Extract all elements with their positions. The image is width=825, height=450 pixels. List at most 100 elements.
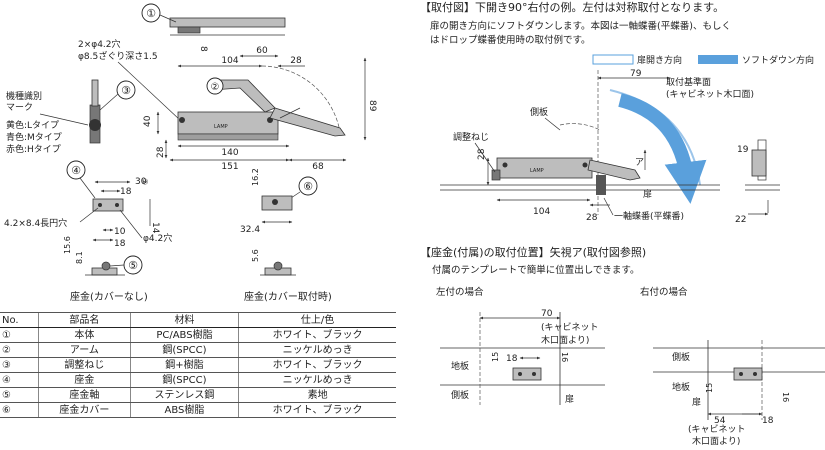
right-cab-note-1: (キャビネット bbox=[688, 424, 746, 435]
right-side-panel: 側板 bbox=[672, 351, 690, 363]
dim-104: 104 bbox=[221, 56, 238, 66]
cell-material: ABS樹脂 bbox=[129, 402, 239, 418]
type-red: 赤色:Hタイプ bbox=[6, 143, 61, 155]
cell-no: ③ bbox=[0, 357, 39, 373]
left-washer bbox=[512, 367, 542, 381]
legend-soft: ソフトダウン方向 bbox=[742, 54, 814, 66]
mounting-title: 【取付図】下開き90°右付の例。左付は対称取付となります。 bbox=[420, 0, 724, 14]
washer-title: 【座金(付属)の取付位置】矢視ア(取付図参照) bbox=[420, 245, 646, 259]
callout-1-label: ① bbox=[146, 7, 156, 20]
left-cab-note-1: (キャビネット bbox=[541, 322, 599, 333]
cell-material: 鋼(SPCC) bbox=[129, 342, 239, 358]
washer-plate bbox=[92, 198, 124, 212]
cell-material: ステンレス鋼 bbox=[129, 387, 239, 403]
table-row: ② アーム 鋼(SPCC) ニッケルめっき bbox=[0, 342, 396, 358]
cell-part: 座金軸 bbox=[38, 387, 131, 403]
right-case-label: 右付の場合 bbox=[640, 286, 688, 298]
dim-151: 151 bbox=[221, 162, 238, 172]
right-cab-note-2: 木口面より) bbox=[692, 435, 740, 447]
left-side-panel: 側板 bbox=[451, 389, 469, 401]
col-finish: 仕上/色 bbox=[238, 312, 396, 328]
col-material: 材料 bbox=[129, 312, 239, 328]
mounting-note-2: はドロップ蝶番使用時の取付例です。 bbox=[430, 34, 591, 46]
dim-15-6: 15.6 bbox=[63, 236, 72, 254]
dim-28-b: 28 bbox=[586, 213, 598, 223]
slot-note: 4.2×8.4長円穴 bbox=[4, 217, 67, 229]
dim-16-2: 16.2 bbox=[251, 168, 260, 186]
cell-material: PC/ABS樹脂 bbox=[129, 327, 239, 343]
ref-surface: 取付基準面 bbox=[666, 76, 711, 88]
dim-32-4: 32.4 bbox=[240, 225, 260, 235]
left-dim-16: 16 bbox=[560, 352, 569, 362]
dim-140: 140 bbox=[221, 148, 238, 158]
parts-table: No. 部品名 材料 仕上/色 ① 本体 PC/ABS樹脂 ホワイト、ブラック … bbox=[0, 312, 396, 418]
legend-door-swatch bbox=[592, 54, 634, 65]
callout-3-label: ③ bbox=[121, 84, 131, 97]
base-drawing: ④ 30 18 ② 14 4.2×8.4長円穴 10 18 φ4.2穴 15.6… bbox=[4, 160, 172, 303]
washer-subtitle: 付属のテンプレートで簡単に位置出しできます。 bbox=[432, 264, 639, 276]
left-bottom-panel: 地板 bbox=[451, 360, 469, 372]
dim-68: 68 bbox=[312, 162, 324, 172]
parts-table-header: No. 部品名 材料 仕上/色 bbox=[0, 312, 396, 328]
dim-40: 40 bbox=[143, 115, 153, 127]
hinge-note: 一軸蝶番(平蝶番) bbox=[614, 210, 684, 222]
dim-79: 79 bbox=[630, 69, 642, 79]
dim-28-top: 28 bbox=[290, 56, 302, 66]
dim-22: 22 bbox=[735, 215, 746, 225]
cell-part: 調整ねじ bbox=[38, 357, 131, 373]
left-door: 扉 bbox=[565, 393, 574, 405]
callout-1 bbox=[141, 3, 161, 23]
main-drawing: 2×φ4.2穴 φ8.5ざぐり深さ1.5 104 60 28 89 LAMP ②… bbox=[6, 38, 377, 172]
left-case-label: 左付の場合 bbox=[436, 286, 484, 298]
col-no: No. bbox=[0, 312, 39, 328]
svg-text:LAMP: LAMP bbox=[530, 168, 544, 174]
right-door: 扉 bbox=[692, 396, 701, 408]
dim-89: 89 bbox=[367, 100, 377, 112]
cell-finish: 素地 bbox=[238, 387, 396, 403]
cell-material: 鋼+樹脂 bbox=[129, 357, 239, 373]
cell-finish: ニッケルめっき bbox=[238, 372, 396, 388]
right-washer bbox=[733, 367, 763, 381]
dim-19: 19 bbox=[737, 145, 749, 155]
dim-8: 8 bbox=[198, 46, 208, 52]
left-dim-18: 18 bbox=[506, 354, 518, 364]
mounting-note-1: 扉の開き方向にソフトダウンします。本図は一軸蝶番(平蝶番)、もしく bbox=[430, 20, 731, 32]
cell-finish: ニッケルめっき bbox=[238, 342, 396, 358]
hinge-body bbox=[177, 111, 279, 135]
model-label-1: 機種識別 bbox=[6, 90, 42, 102]
callout-6 bbox=[298, 176, 318, 196]
cell-no: ② bbox=[0, 342, 39, 358]
side-panel-label: 側板 bbox=[530, 106, 548, 118]
callout-2-label: ② bbox=[211, 82, 220, 93]
type-blue: 青色:Mタイプ bbox=[6, 131, 62, 143]
legend-door: 扉開き方向 bbox=[637, 54, 682, 66]
dim-5-6: 5.6 bbox=[251, 249, 260, 262]
hole-note-2: φ8.5ざぐり深さ1.5 bbox=[78, 50, 158, 62]
cell-part: 本体 bbox=[38, 327, 131, 343]
dim-60: 60 bbox=[256, 46, 268, 56]
hole-note-1: 2×φ4.2穴 bbox=[78, 38, 121, 50]
washer-position: 【座金(付属)の取付位置】矢視ア(取付図参照) 付属のテンプレートで簡単に位置出… bbox=[420, 245, 825, 447]
base-caption: 座金(カバーなし) bbox=[70, 290, 148, 303]
dim-18-top: 18 bbox=[120, 187, 132, 197]
cover-caption: 座金(カバー取付時) bbox=[244, 290, 332, 303]
callout-4 bbox=[66, 160, 86, 180]
cell-part: 座金カバー bbox=[38, 402, 131, 418]
cell-no: ⑥ bbox=[0, 402, 39, 418]
right-dim-18: 18 bbox=[762, 416, 774, 426]
callout-4-label: ④ bbox=[71, 164, 81, 177]
cover-drawing: ⑥ 16.2 32.4 5.6 座金(カバー取付時) bbox=[240, 168, 332, 303]
table-row: ⑤ 座金軸 ステンレス鋼 素地 bbox=[0, 387, 396, 403]
left-dim-15: 15 bbox=[491, 352, 500, 362]
dim-10: 10 bbox=[114, 227, 126, 237]
cell-no: ④ bbox=[0, 372, 39, 388]
cell-finish: ホワイト、ブラック bbox=[238, 402, 396, 418]
dim-28-left: 28 bbox=[156, 146, 166, 158]
hole-note: φ4.2穴 bbox=[143, 232, 172, 244]
door-label: 扉 bbox=[643, 188, 652, 200]
dim-28-a: 28 bbox=[477, 148, 487, 160]
dim-2: ② bbox=[140, 178, 149, 185]
callout-2 bbox=[206, 77, 224, 95]
callout-6-label: ⑥ bbox=[303, 180, 313, 193]
